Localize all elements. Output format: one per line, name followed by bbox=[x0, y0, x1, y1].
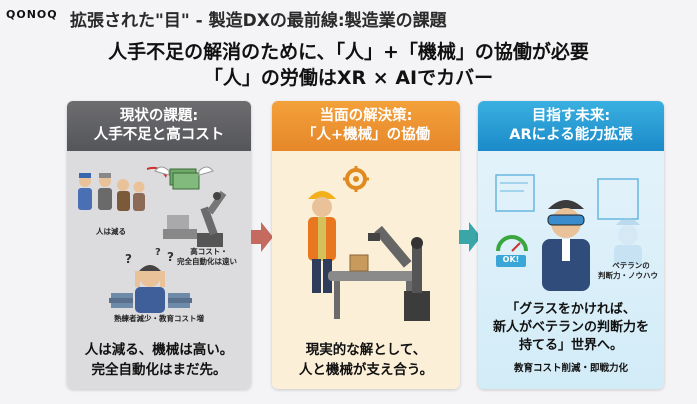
robot-arm-icon bbox=[163, 190, 227, 247]
panel-current-issues: 現状の課題: 人手不足と高コスト bbox=[67, 101, 251, 389]
panel-body: OK! ベテランの 判断力・ノウハウ 「グラスをかければ、 新人がベテランの判断… bbox=[478, 151, 664, 389]
panel-body: 現実的な解として、 人と機械が支え合う。 bbox=[272, 151, 460, 389]
ar-glasses-worker-icon bbox=[542, 200, 590, 291]
panel-header: 目指す未来: ARによる能力拡張 bbox=[478, 101, 664, 151]
caption-line2: 完全自動化はまだ先。 bbox=[91, 362, 227, 378]
panel-title-line1: 目指す未来: bbox=[531, 108, 611, 124]
workers-icon bbox=[78, 166, 168, 211]
panel-body: ? ? ? 人は減る 高コスト・ 完全自動化は遠い 熟練者減少・教育コスト増 人… bbox=[67, 151, 251, 389]
subtitle-line1: 人手不足の解消のために、「人」+「機械」の協働が必要 bbox=[108, 41, 589, 63]
caption-line3: 持てる」世界へ。 bbox=[518, 338, 623, 353]
robot-arm-icon bbox=[368, 225, 430, 321]
ar-screen-icon bbox=[495, 174, 639, 220]
arrow-right-icon bbox=[251, 222, 273, 252]
books-icon bbox=[109, 293, 192, 308]
worried-worker-icon: ? ? ? bbox=[125, 247, 174, 313]
illustration-shortage: ? ? ? bbox=[78, 166, 227, 313]
gear-icon bbox=[343, 166, 369, 192]
panel-solution: 当面の解決策: 「人+機械」の協働 bbox=[272, 101, 460, 389]
svg-text:?: ? bbox=[155, 247, 161, 258]
label-high-cost: 高コスト・ bbox=[190, 247, 228, 256]
panel-header: 現状の課題: 人手不足と高コスト bbox=[67, 101, 251, 151]
label-judgment-knowhow: 判断力・ノウハウ bbox=[598, 271, 658, 280]
gauge-icon bbox=[496, 235, 528, 267]
page-title: 拡張された"目" - 製造DXの最前線:製造業の課題 bbox=[70, 11, 447, 31]
svg-text:?: ? bbox=[167, 250, 174, 264]
brand-logo: QONOQ bbox=[6, 8, 58, 21]
panel-title-line1: 現状の課題: bbox=[119, 108, 199, 124]
illustration-ar-worker bbox=[495, 174, 642, 291]
money-icon bbox=[154, 166, 214, 190]
label-automation-far: 完全自動化は遠い bbox=[177, 257, 237, 266]
panel-title-line2: ARによる能力拡張 bbox=[509, 127, 633, 143]
ok-label: OK! bbox=[502, 255, 520, 264]
panel-future: 目指す未来: ARによる能力拡張 bbox=[478, 101, 664, 389]
veteran-hologram-icon bbox=[614, 218, 642, 265]
label-training-cost: 熟練者減少・教育コスト増 bbox=[114, 314, 204, 323]
worker-icon bbox=[308, 191, 336, 293]
subtitle-line2: 「人」の労働はXR × AIでカバー bbox=[203, 67, 494, 89]
panel-header: 当面の解決策: 「人+機械」の協働 bbox=[272, 101, 460, 151]
caption-line1: 人は減る、機械は高い。 bbox=[84, 342, 234, 358]
panel-title-line2: 「人+機械」の協働 bbox=[301, 127, 431, 143]
arrow-right-icon bbox=[459, 222, 481, 252]
caption-line1: 「グラスをかければ、 bbox=[506, 302, 636, 317]
label-veteran: ベテランの bbox=[612, 261, 650, 270]
caption-line1: 現実的な解として、 bbox=[305, 342, 427, 358]
panel-title-line2: 人手不足と高コスト bbox=[93, 127, 225, 143]
illustration-collaboration bbox=[308, 166, 430, 321]
label-fewer-people: 人は減る bbox=[96, 227, 126, 236]
caption-line2: 新人がベテランの判断力を bbox=[492, 320, 649, 335]
svg-text:?: ? bbox=[125, 252, 132, 266]
note-cost-reduction: 教育コスト削減・即戦力化 bbox=[513, 363, 628, 374]
caption-line2: 人と機械が支え合う。 bbox=[298, 362, 434, 378]
panel-title-line1: 当面の解決策: bbox=[319, 108, 413, 124]
